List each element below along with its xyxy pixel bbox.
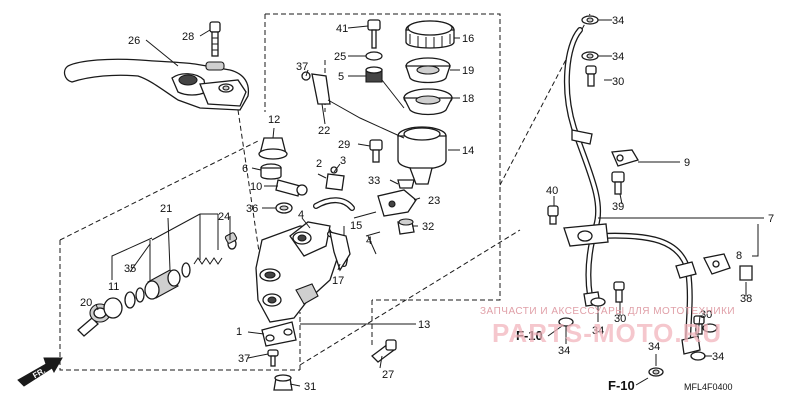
- brake-lever: [63, 58, 250, 111]
- callout-32: 32: [422, 221, 434, 233]
- ref-f10-upper: F-10: [516, 328, 543, 343]
- boot-12: [258, 137, 288, 160]
- washer-33: [397, 179, 415, 189]
- callout-12: 12: [268, 114, 280, 126]
- callout-30b: 30: [614, 313, 626, 325]
- callout-33: 33: [368, 175, 380, 187]
- diagram-code: MFL4F0400: [684, 382, 733, 392]
- callout-41: 41: [336, 23, 348, 35]
- watermark-tagline: ЗАПЧАСТИ И АКСЕССУАРЫ ДЛЯ МОТОТЕХНИКИ: [480, 306, 735, 317]
- callout-3: 3: [340, 155, 346, 167]
- holder-clamp: [261, 321, 297, 347]
- callout-38: 38: [740, 293, 752, 305]
- callout-17: 17: [332, 275, 344, 287]
- callout-7: 7: [768, 213, 774, 225]
- leader-lines: [95, 19, 764, 387]
- diaphragm-plate: [405, 57, 451, 84]
- master-cylinder-body: [255, 221, 341, 323]
- callout-27: 27: [382, 369, 394, 381]
- callout-24: 24: [218, 211, 230, 223]
- clip-17: [329, 231, 351, 272]
- callout-18: 18: [462, 93, 474, 105]
- callout-34d: 34: [558, 345, 570, 357]
- callout-23: 23: [428, 195, 440, 207]
- callout-34b: 34: [612, 51, 624, 63]
- ref-f10-lower: F-10: [608, 378, 635, 393]
- lower-bolts: [267, 349, 293, 391]
- reservoir-screws: [365, 19, 383, 83]
- callout-20: 20: [80, 297, 92, 309]
- switch-3: [325, 166, 345, 191]
- callout-30c: 30: [700, 309, 712, 321]
- callout-8: 8: [736, 250, 742, 262]
- callout-31: 31: [304, 381, 316, 393]
- bolt-29: [369, 139, 383, 163]
- reservoir-cap: [405, 20, 455, 49]
- callout-37b: 37: [238, 353, 250, 365]
- callout-16: 16: [462, 33, 474, 45]
- nut-32: [397, 218, 415, 235]
- hose-clamps: [547, 149, 753, 281]
- callout-26: 26: [128, 35, 140, 47]
- piston-set: [77, 232, 238, 337]
- callout-4a: 4: [298, 209, 304, 221]
- callout-1: 1: [236, 326, 242, 338]
- pivot-bolt: [205, 21, 225, 71]
- callout-21: 21: [160, 203, 172, 215]
- callout-13: 13: [418, 319, 430, 331]
- callout-30a: 30: [612, 76, 624, 88]
- grommet-6: [260, 163, 282, 180]
- callout-35: 35: [124, 263, 136, 275]
- callout-14: 14: [462, 145, 474, 157]
- brake-hoses: [563, 27, 701, 355]
- assembly-boundary-lines: [59, 13, 591, 371]
- reservoir-tank: [397, 126, 447, 185]
- callout-36: 36: [246, 203, 258, 215]
- diaphragm: [402, 88, 454, 116]
- callout-4b: 4: [366, 235, 372, 247]
- callout-11: 11: [108, 281, 119, 293]
- reference-labels: F-10 F-10: [516, 328, 649, 393]
- callout-numbers: 1 2 3 4 4 5 6 7 8 9 10 11 12 13 14 15 16…: [80, 15, 774, 393]
- callout-34a: 34: [612, 15, 624, 27]
- callout-6: 6: [242, 163, 248, 175]
- screw-22: [301, 71, 331, 105]
- hose-joint-10: [275, 179, 308, 197]
- callout-22: 22: [318, 125, 330, 137]
- front-arrow-icon: FR.: [17, 357, 63, 387]
- callout-9: 9: [684, 157, 690, 169]
- callout-37a: 37: [296, 61, 308, 73]
- bracket-23: [377, 189, 417, 217]
- callout-34c: 34: [592, 325, 604, 337]
- callout-39: 39: [612, 201, 624, 213]
- callout-5: 5: [338, 71, 344, 83]
- callout-10: 10: [250, 181, 262, 193]
- callout-34f: 34: [648, 341, 660, 353]
- callout-2: 2: [316, 158, 322, 170]
- callout-25: 25: [334, 51, 346, 63]
- callout-19: 19: [462, 65, 474, 77]
- washer-36: [275, 202, 293, 214]
- watermark-brand: PARTS-MOTO.RU: [492, 318, 722, 348]
- callout-40: 40: [546, 185, 558, 197]
- callout-29: 29: [338, 139, 350, 151]
- watermark: ЗАПЧАСТИ И АКСЕССУАРЫ ДЛЯ МОТОТЕХНИКИ PA…: [480, 306, 735, 348]
- callout-28: 28: [182, 31, 194, 43]
- callout-34e: 34: [712, 351, 724, 363]
- screw-27: [371, 339, 397, 363]
- callout-15: 15: [350, 220, 362, 232]
